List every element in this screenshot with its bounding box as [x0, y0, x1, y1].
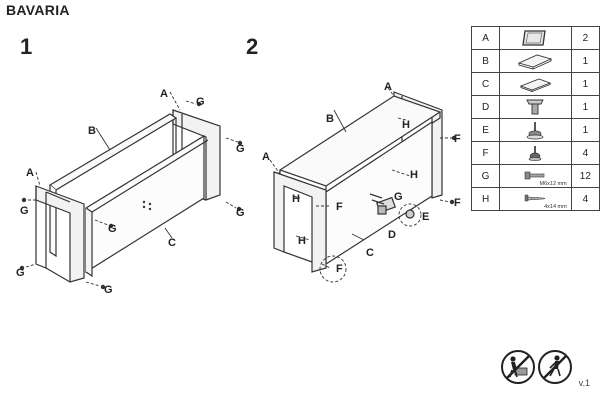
label-g: G — [236, 207, 245, 219]
bolt-spec: M6x12 mm — [539, 181, 567, 187]
label-g: G — [196, 96, 205, 108]
part-quantity: 2 — [570, 26, 600, 50]
label-g: G — [104, 284, 113, 296]
label-h: H — [292, 193, 300, 205]
part-letter: C — [470, 72, 501, 96]
step2-frame-front — [273, 171, 327, 273]
part-quantity: 1 — [570, 72, 600, 96]
part-quantity: 1 — [570, 49, 600, 73]
label-g: G — [16, 267, 25, 279]
two-person-assembly-icon — [501, 350, 535, 384]
step2-bracket — [369, 193, 396, 215]
frame-panel-icon — [499, 26, 572, 50]
label-h: H — [410, 169, 418, 181]
parts-row: D 1 — [470, 95, 600, 119]
label-c: C — [168, 237, 176, 249]
part-letter: F — [470, 141, 501, 165]
part-letter: B — [470, 49, 501, 73]
top-panel-icon — [499, 49, 572, 73]
label-h: H — [298, 235, 306, 247]
label-f: F — [336, 263, 343, 275]
part-letter: E — [470, 118, 501, 142]
bracket-icon — [499, 95, 572, 119]
parts-row: H 4x14 mm 4 — [470, 187, 600, 211]
step1-frame-front — [35, 185, 85, 283]
parts-row: B 1 — [470, 49, 600, 73]
small-foot-icon — [499, 141, 572, 165]
step-number-1: 1 — [20, 34, 33, 59]
part-quantity: 4 — [570, 187, 600, 211]
label-f: F — [336, 201, 343, 213]
label-e: E — [422, 211, 429, 223]
label-g: G — [236, 143, 245, 155]
leveling-foot-icon — [499, 118, 572, 142]
back-panel-icon — [499, 72, 572, 96]
step-number-2: 2 — [246, 34, 259, 59]
part-quantity: 1 — [570, 95, 600, 119]
label-a: A — [384, 81, 392, 93]
label-g: G — [20, 205, 29, 217]
parts-row: C 1 — [470, 72, 600, 96]
label-g: G — [394, 191, 403, 203]
version-label: v.1 — [578, 378, 590, 388]
anti-tip-icon — [538, 350, 572, 384]
part-letter: D — [470, 95, 501, 119]
part-quantity: 1 — [570, 118, 600, 142]
part-quantity: 12 — [570, 164, 600, 188]
parts-row: F 4 — [470, 141, 600, 165]
label-h: H — [402, 119, 410, 131]
label-f: F — [454, 133, 461, 145]
label-f: F — [454, 197, 461, 209]
part-letter: H — [470, 187, 501, 211]
wood-screw-icon: 4x14 mm — [499, 187, 572, 211]
bolt-icon: M6x12 mm — [499, 164, 572, 188]
product-title: BAVARIA — [6, 2, 70, 18]
parts-table: A 2 B 1 C 1 D 1 E 1 F 4 — [470, 26, 600, 211]
part-letter: A — [470, 26, 501, 50]
label-b: B — [88, 125, 96, 137]
label-d: D — [388, 229, 396, 241]
label-a: A — [262, 151, 270, 163]
label-b: B — [326, 113, 334, 125]
parts-row: A 2 — [470, 26, 600, 50]
label-a: A — [26, 167, 34, 179]
label-c: C — [366, 247, 374, 259]
part-quantity: 4 — [570, 141, 600, 165]
parts-row: E 1 — [470, 118, 600, 142]
parts-row: G M6x12 mm 12 — [470, 164, 600, 188]
label-g: G — [108, 223, 117, 235]
screw-spec: 4x14 mm — [544, 204, 567, 210]
label-a: A — [160, 88, 168, 100]
part-letter: G — [470, 164, 501, 188]
